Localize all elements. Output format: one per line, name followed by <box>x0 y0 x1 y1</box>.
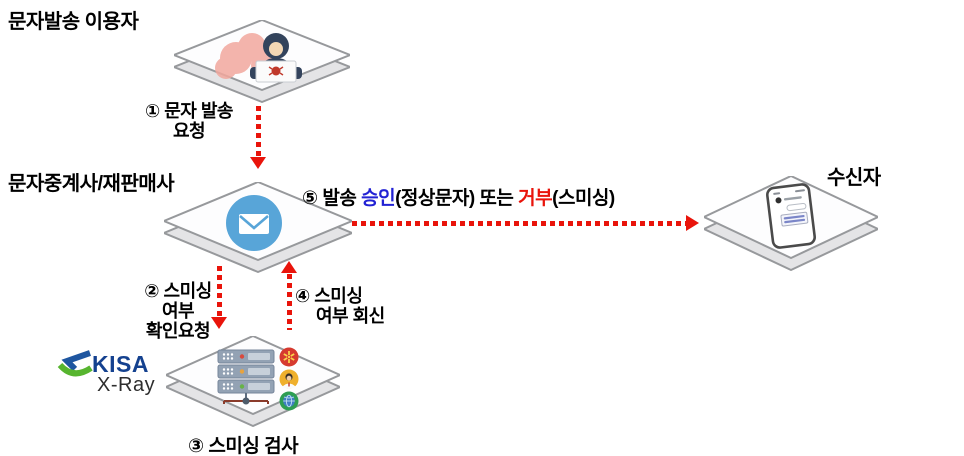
platform-sender <box>174 20 350 103</box>
kisa-xray-label: X-Ray <box>97 374 156 396</box>
label-step5: ⑤ 발송 승인(정상문자) 또는 거부(스미싱) <box>302 183 615 210</box>
arrow-step1-head <box>250 157 266 169</box>
hacker-icon <box>250 33 302 83</box>
hacker-badge-icon <box>279 369 299 389</box>
arrow-step1 <box>256 106 261 158</box>
platform-receiver <box>704 176 878 271</box>
kisa-wordmark: KISA <box>92 351 149 377</box>
step5-segment: (정상문자) 또는 <box>395 188 519 209</box>
label-receiver: 수신자 <box>827 167 881 189</box>
arrow-step5-head <box>686 215 699 231</box>
step5-segment: ⑤ 발송 <box>302 188 362 209</box>
label-step1: ① 문자 발송 요청 <box>145 101 233 141</box>
arrow-step2-head <box>211 317 227 329</box>
step5-segment-reject: 거부 <box>518 188 553 209</box>
label-step3: ③ 스미싱 검사 <box>188 436 299 456</box>
arrow-step5 <box>352 221 686 226</box>
platform-relay <box>164 182 352 273</box>
virus-badge-icon <box>279 347 299 367</box>
arrow-step4-head <box>281 261 297 273</box>
step5-segment-approve: 승인 <box>361 188 396 209</box>
label-sender-user: 문자발송 이용자 <box>8 11 139 33</box>
globe-badge-icon <box>279 391 299 411</box>
smartphone-message-icon <box>766 183 816 249</box>
kisa-x-icon <box>57 350 93 377</box>
label-step4: ④ 스미싱 여부 회신 <box>295 286 385 326</box>
label-relay-reseller: 문자중계사/재판매사 <box>8 173 175 195</box>
label-step2: ② 스미싱 여부 확인요청 <box>144 281 212 341</box>
platform-kisa <box>166 336 340 427</box>
arrow-step4 <box>287 274 292 330</box>
server-rack-icon <box>217 349 275 405</box>
mail-icon <box>226 195 282 251</box>
step5-segment: (스미싱) <box>552 188 615 209</box>
arrow-step2 <box>217 266 222 318</box>
